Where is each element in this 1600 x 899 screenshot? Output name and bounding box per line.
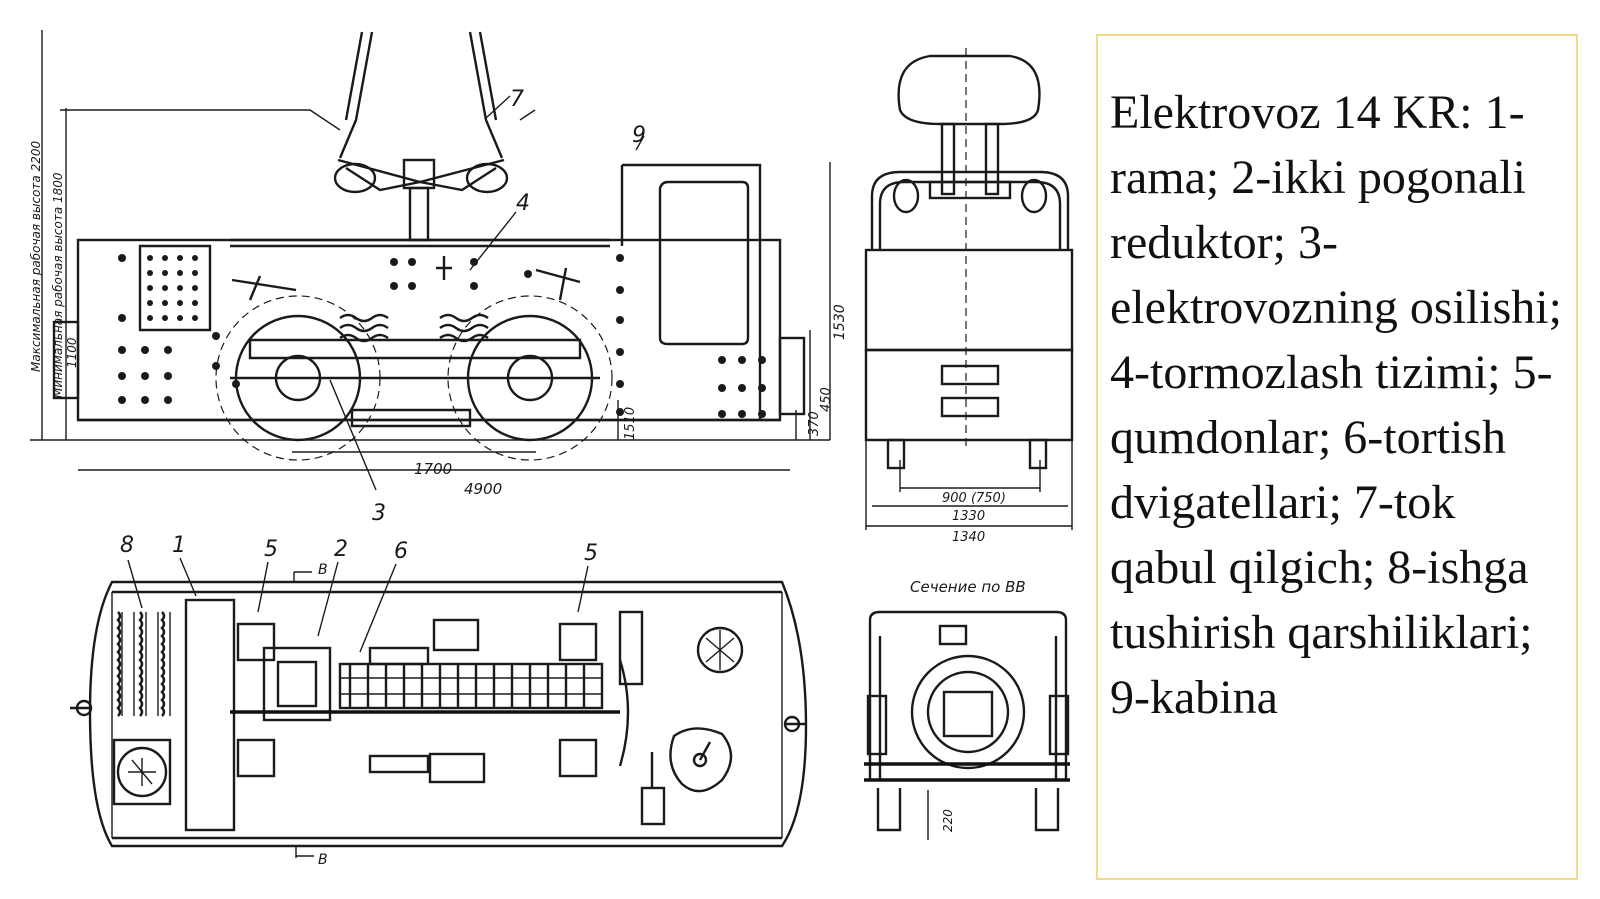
plan-callout-1: 1 [172,533,186,558]
label-min-height: Минимальная рабочая высота 1800 [51,172,65,398]
dim-1700: 1700 [414,460,452,478]
dim-4900: 4900 [464,480,502,498]
rivet-grid-right [390,254,766,418]
plan-callout-5b: 5 [584,541,598,566]
plan-callout-6: 6 [394,539,408,564]
dim-370: 370 [807,411,822,436]
side-view: 1700 4900 1510 1530 450 370 1100 Максима… [29,30,848,526]
section-mark-top: В [318,562,328,578]
plan-callout-5a: 5 [264,537,278,562]
caption-box: Elektrovoz 14 KR: 1-rama; 2-ikki pogonal… [1096,34,1578,880]
callout-4: 4 [516,191,530,216]
section-view: Сечение по ВВ 220 [864,578,1070,840]
pantograph [60,31,536,242]
label-max-height: Максимальная рабочая высота 2200 [29,141,43,372]
resistor-bank [116,611,171,717]
plan-view: В В 8 1 5 2 6 5 [70,533,808,868]
callout-3: 3 [372,501,386,526]
dim-1510: 1510 [623,407,638,440]
dim-1330: 1330 [952,509,985,524]
callout-7: 7 [510,87,524,112]
dim-gauge: 900 (750) [942,491,1006,506]
dim-220: 220 [941,809,955,832]
dim-1340: 1340 [952,530,985,545]
dim-450: 450 [819,387,834,412]
dim-1100: 1100 [65,337,79,368]
callout-9: 9 [632,123,646,148]
section-mark-bottom: В [318,852,328,868]
plan-callout-2: 2 [334,537,348,562]
section-title: Сечение по ВВ [910,578,1026,596]
caption-text: Elektrovoz 14 KR: 1-rama; 2-ikki pogonal… [1110,86,1562,724]
end-view: 900 (750) 1330 1340 [864,48,1074,545]
rivet-grid-left [118,254,240,404]
dim-1530: 1530 [832,304,848,340]
plan-callout-8: 8 [120,533,134,558]
